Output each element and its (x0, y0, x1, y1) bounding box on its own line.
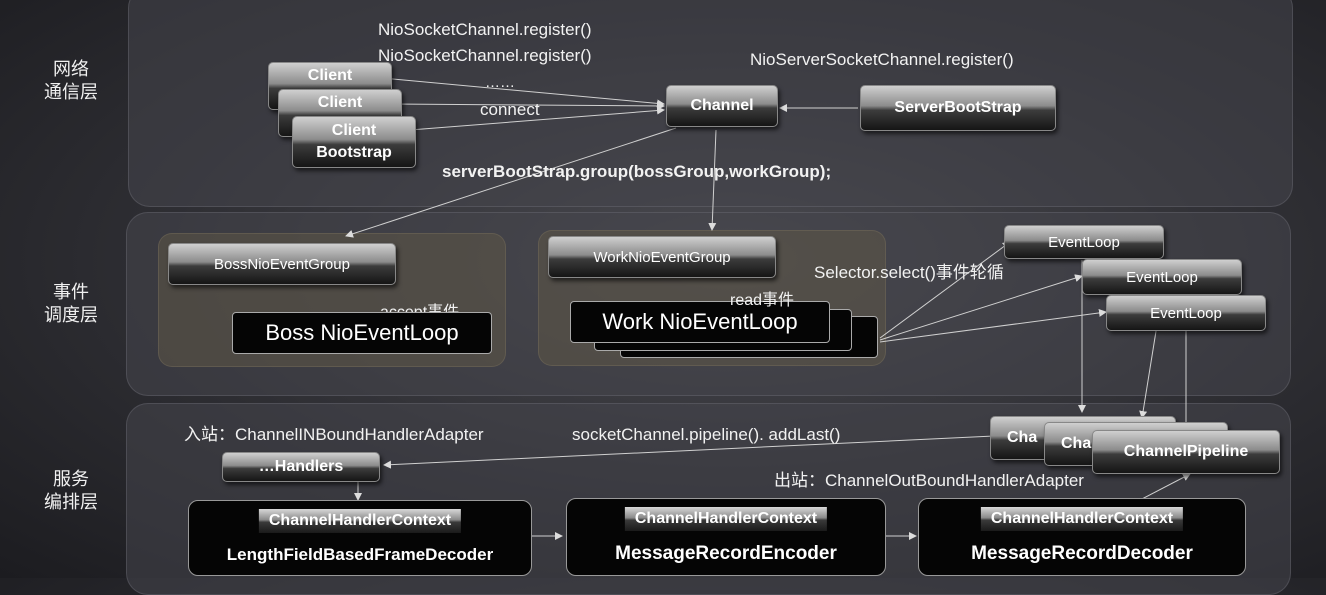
handlers-label: …Handlers (258, 458, 344, 475)
channel-pipeline-label-3: ChannelPipeline (1123, 443, 1249, 460)
work-event-loop-label: Work NioEventLoop (602, 309, 798, 334)
group-call-text: serverBootStrap.group(bossGroup,workGrou… (442, 162, 832, 181)
boss-event-group-label: BossNioEventGroup (214, 255, 350, 273)
bootstrap-label: Bootstrap (316, 144, 392, 161)
boss-event-group-node: BossNioEventGroup (168, 243, 396, 285)
handler-context-tag-3: ChannelHandlerContext (980, 507, 1184, 531)
channel-label: Channel (690, 97, 754, 114)
boss-event-loop-box: Boss NioEventLoop (232, 312, 492, 354)
connect-text: connect (480, 100, 540, 119)
event-loop-node-3: EventLoop (1106, 295, 1266, 331)
pipeline-addlast-text: socketChannel.pipeline(). addLast() (572, 425, 841, 444)
handler-context-tag-2: ChannelHandlerContext (624, 507, 828, 531)
event-loop-label-2: EventLoop (1126, 268, 1198, 286)
work-event-group-node: WorkNioEventGroup (548, 236, 776, 278)
server-bootstrap-node: ServerBootStrap (860, 85, 1056, 131)
handler-context-tag-1: ChannelHandlerContext (258, 509, 462, 533)
channel-node: Channel (666, 85, 778, 127)
server-bootstrap-label: ServerBootStrap (894, 99, 1022, 116)
channel-pipeline-label-1: Cha (1007, 429, 1038, 446)
handler-context-box-3: ChannelHandlerContext MessageRecordDecod… (918, 498, 1246, 576)
client-label-3: Client (331, 122, 377, 139)
handler-context-box-1: ChannelHandlerContext LengthFieldBasedFr… (188, 500, 532, 576)
service-layer-label: 服务 编排层 (44, 469, 98, 512)
event-loop-node-1: EventLoop (1004, 225, 1164, 259)
inbound-adapter-text: 入站：ChannelINBoundHandlerAdapter (184, 425, 484, 444)
register-text-2: NioSocketChannel.register() (378, 46, 592, 65)
channel-pipeline-node-3: ChannelPipeline (1092, 430, 1280, 474)
network-layer-label: 网络 通信层 (44, 59, 98, 102)
work-event-group-label: WorkNioEventGroup (593, 248, 731, 266)
client-label-2: Client (317, 94, 363, 111)
event-loop-label-3: EventLoop (1150, 304, 1222, 322)
handlers-node: …Handlers (222, 452, 380, 482)
work-event-loop-box: Work NioEventLoop (570, 301, 830, 343)
handler-context-name-3: MessageRecordDecoder (971, 543, 1193, 564)
connector-lines (345, 77, 1191, 540)
event-loop-label-1: EventLoop (1048, 233, 1120, 251)
boss-event-loop-label: Boss NioEventLoop (265, 320, 459, 345)
event-loop-node-2: EventLoop (1082, 259, 1242, 295)
register-text-1: NioSocketChannel.register() (378, 20, 592, 39)
channel-pipeline-label-2: Cha (1061, 435, 1092, 452)
event-layer-label: 事件 调度层 (44, 282, 98, 325)
handler-context-box-2: ChannelHandlerContext MessageRecordEncod… (566, 498, 886, 576)
handler-context-name-1: LengthFieldBasedFrameDecoder (226, 545, 494, 564)
client-bootstrap-node: Client Bootstrap (292, 116, 416, 168)
ellipsis-text: …… (485, 74, 515, 91)
read-event-text: read事件 (730, 292, 795, 309)
client-label-1: Client (307, 67, 353, 84)
outbound-adapter-text: 出站：ChannelOutBoundHandlerAdapter (774, 471, 1084, 490)
selector-text: Selector.select()事件轮循 (814, 263, 1004, 282)
server-register-text: NioServerSocketChannel.register() (750, 50, 1014, 69)
handler-context-name-2: MessageRecordEncoder (615, 543, 837, 564)
